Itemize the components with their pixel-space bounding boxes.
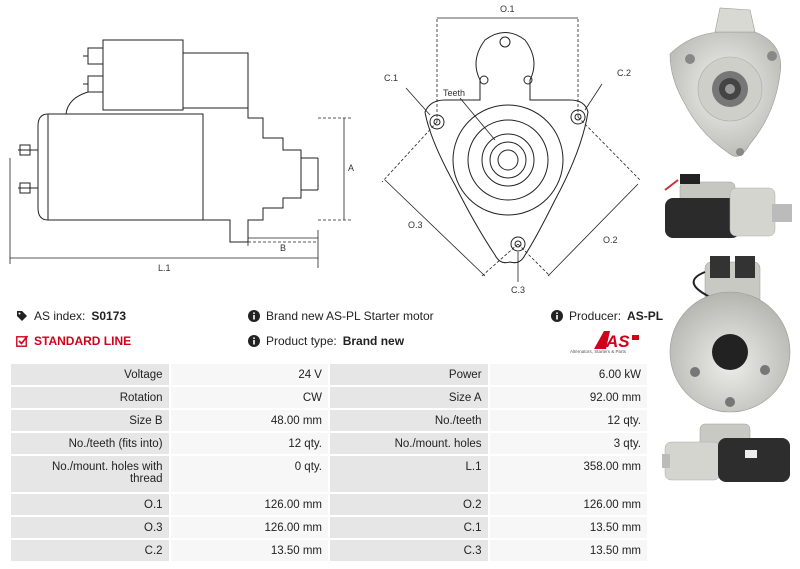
spec-value: 126.00 mm [489, 494, 647, 515]
table-row: O.1 126.00 mm O.2 126.00 mm [11, 494, 647, 515]
front-view-svg: O.1 C.1 C.2 Teeth O.3 O.2 C.3 [381, 4, 641, 295]
spec-value: 6.00 kW [489, 364, 647, 385]
spec-label: No./teeth (fits into) [11, 433, 169, 454]
mount-hole-c3 [510, 236, 526, 252]
producer-value: AS-PL [627, 309, 664, 323]
pinion-circle [481, 133, 535, 187]
spec-label: C.3 [329, 540, 488, 561]
table-row: No./teeth (fits into) 12 qty. No./mount.… [11, 433, 647, 454]
table-row: C.2 13.50 mm C.3 13.50 mm [11, 540, 647, 561]
table-row: Rotation CW Size A 92.00 mm [11, 387, 647, 408]
info-icon [248, 335, 260, 347]
spec-label: C.2 [11, 540, 169, 561]
spec-label: No./mount. holes [329, 433, 488, 454]
solenoid-outline [102, 39, 184, 111]
spec-label: Size A [329, 387, 488, 408]
flange-outline [424, 32, 589, 264]
product-type-value: Brand new [342, 334, 405, 348]
dim-label-b: B [280, 243, 286, 253]
standard-line-label: STANDARD LINE [34, 334, 132, 348]
product-type-info: Product type: Brand new [248, 334, 404, 348]
dim-label-o2: O.2 [603, 235, 618, 245]
description-info: Brand new AS-PL Starter motor [248, 309, 434, 323]
spec-value: 126.00 mm [170, 494, 328, 515]
motor-body-outline [37, 113, 204, 221]
spec-value: 13.50 mm [170, 540, 328, 561]
spec-value: CW [170, 387, 328, 408]
product-type-label: Product type: [266, 334, 337, 348]
spec-value: 3 qty. [489, 433, 647, 454]
table-row: O.3 126.00 mm C.1 13.50 mm [11, 517, 647, 538]
spec-value: 12 qty. [170, 433, 328, 454]
logo-subtitle: Alternators, Starters & Parts [570, 349, 627, 354]
checkbox-icon [16, 335, 28, 347]
info-icon [551, 310, 563, 322]
tag-icon [17, 311, 27, 321]
side-view-drawing: A B L.1 [8, 8, 358, 288]
spec-value: 48.00 mm [170, 410, 328, 431]
info-icon [248, 310, 260, 322]
spec-value: 126.00 mm [170, 517, 328, 538]
housing-circle [452, 104, 564, 216]
dim-label-teeth: Teeth [443, 88, 465, 98]
spec-label: Rotation [11, 387, 169, 408]
as-index-value: S0173 [91, 309, 127, 323]
product-photo-rear [660, 252, 795, 414]
product-photo-side-2 [660, 420, 795, 490]
spec-label: O.3 [11, 517, 169, 538]
as-index-label: AS index: [34, 309, 86, 323]
spec-label: Power [329, 364, 488, 385]
dim-label-a: A [348, 163, 354, 173]
as-logo: AS [586, 329, 650, 357]
spec-label: Voltage [11, 364, 169, 385]
spec-label: Size B [11, 410, 169, 431]
producer-info: Producer: AS-PL [551, 309, 663, 323]
as-index-info: AS index: S0173 [16, 309, 126, 323]
product-photo-front [660, 4, 795, 164]
spec-label: No./teeth [329, 410, 488, 431]
spec-label: C.1 [329, 517, 488, 538]
side-view-svg: A B L.1 [9, 39, 354, 273]
spec-value: 24 V [170, 364, 328, 385]
dim-label-o3: O.3 [408, 220, 423, 230]
producer-label: Producer: [569, 309, 622, 323]
dim-label-c2: C.2 [617, 68, 631, 78]
spec-label: O.1 [11, 494, 169, 515]
dim-label-c1: C.1 [384, 73, 398, 83]
spec-value: 12 qty. [489, 410, 647, 431]
logo-text: AS [605, 332, 630, 351]
spec-value: 13.50 mm [489, 517, 647, 538]
dim-label-l1: L.1 [158, 263, 171, 273]
dim-label-c3: C.3 [511, 285, 525, 295]
spec-value: 358.00 mm [489, 456, 647, 492]
table-row: Size B 48.00 mm No./teeth 12 qty. [11, 410, 647, 431]
specs-table: Voltage 24 V Power 6.00 kW Rotation CW S… [9, 362, 649, 563]
spec-value: 0 qty. [170, 456, 328, 492]
table-row: No./mount. holes with thread 0 qty. L.1 … [11, 456, 647, 492]
dim-label-o1: O.1 [500, 4, 515, 14]
spec-value: 92.00 mm [489, 387, 647, 408]
standard-line-info: STANDARD LINE [16, 334, 131, 348]
table-row: Voltage 24 V Power 6.00 kW [11, 364, 647, 385]
spec-label: O.2 [329, 494, 488, 515]
spec-label: No./mount. holes with thread [11, 456, 169, 492]
front-view-drawing: O.1 C.1 C.2 Teeth O.3 O.2 C.3 [370, 0, 655, 295]
product-photo-side [660, 168, 795, 246]
description-text: Brand new AS-PL Starter motor [266, 309, 434, 323]
spec-label: L.1 [329, 456, 488, 492]
spec-value: 13.50 mm [489, 540, 647, 561]
